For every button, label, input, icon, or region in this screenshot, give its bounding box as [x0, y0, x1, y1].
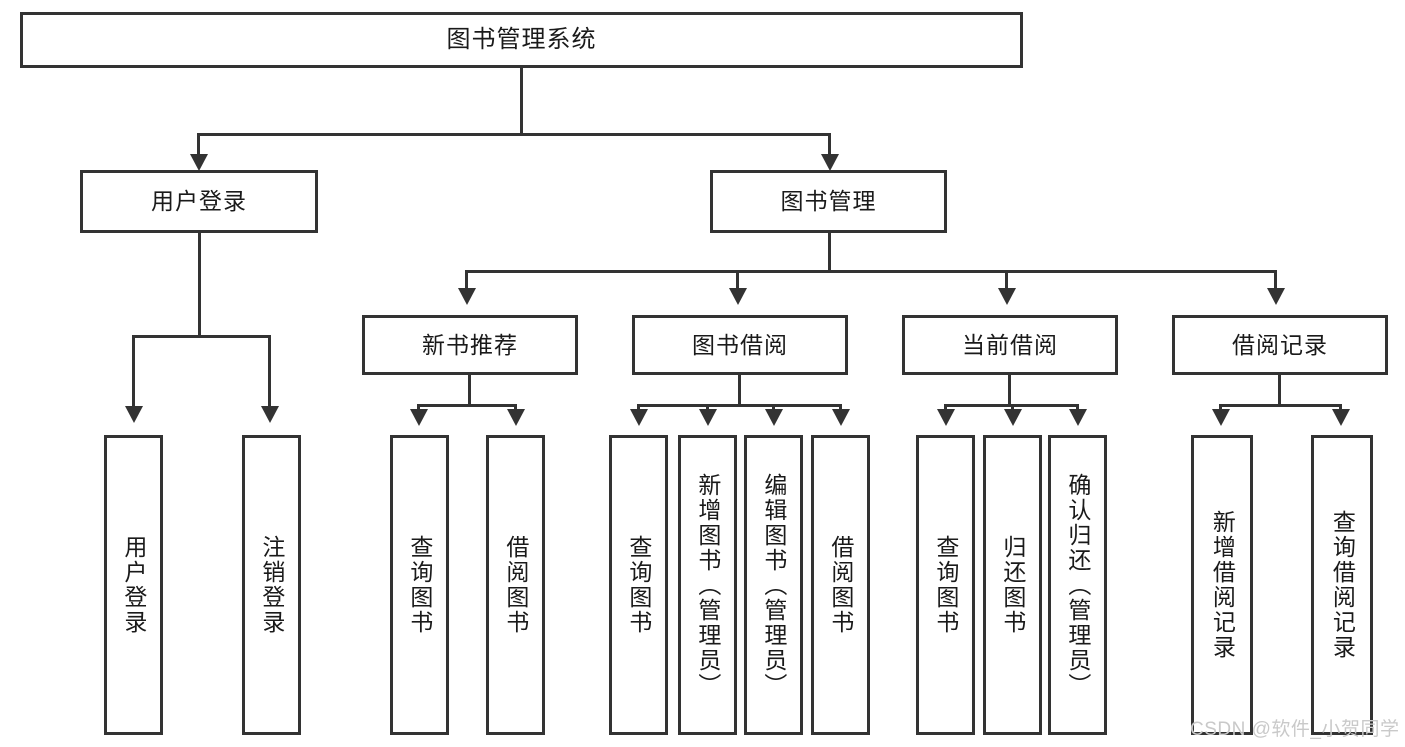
leaf-current-borrow-query-book[interactable]: 查询图书	[916, 435, 975, 735]
arrowhead-new-book-leaf-2	[507, 409, 525, 426]
connector-borrow-record-bus	[1219, 404, 1342, 407]
node-root-book-management-system[interactable]: 图书管理系统	[20, 12, 1023, 68]
node-current-borrow[interactable]: 当前借阅	[902, 315, 1118, 375]
node-label: 查询图书	[932, 535, 959, 635]
arrowhead-root-to-book-management	[821, 154, 839, 171]
connector-root-stem	[520, 68, 523, 133]
connector-root-to-book-management	[828, 133, 831, 158]
arrowhead-br-leaf-2	[1332, 409, 1350, 426]
leaf-book-borrow-edit-book-admin[interactable]: 编辑图书（管理员）	[744, 435, 803, 735]
connector-book-borrow-stem	[738, 375, 741, 404]
connector-user-login-drop-1	[132, 335, 135, 410]
connector-bb-drop-1	[637, 404, 640, 411]
connector-user-login-stem	[198, 233, 201, 335]
node-label: 确认归还（管理员）	[1064, 472, 1091, 698]
arrowhead-user-login-leaf-2	[261, 406, 279, 423]
node-new-book-recommend[interactable]: 新书推荐	[362, 315, 578, 375]
leaf-current-borrow-confirm-return-admin[interactable]: 确认归还（管理员）	[1048, 435, 1107, 735]
node-label: 新增图书（管理员）	[694, 472, 721, 698]
arrowhead-cb-leaf-1	[937, 409, 955, 426]
node-label: 用户登录	[151, 188, 247, 215]
node-label: 当前借阅	[962, 331, 1058, 358]
leaf-new-book-query-book[interactable]: 查询图书	[390, 435, 449, 735]
connector-bm-drop-2	[736, 270, 739, 291]
connector-user-login-drop-2	[268, 335, 271, 410]
connector-root-to-user-login	[197, 133, 200, 158]
connector-bm-drop-1	[465, 270, 468, 291]
node-label: 图书管理	[780, 188, 877, 215]
connector-new-book-drop-2	[514, 404, 517, 411]
node-borrow-record[interactable]: 借阅记录	[1172, 315, 1388, 375]
connector-bb-drop-4	[839, 404, 842, 411]
node-book-management[interactable]: 图书管理	[710, 170, 947, 233]
arrowhead-br-leaf-1	[1212, 409, 1230, 426]
arrowhead-bb-leaf-3	[765, 409, 783, 426]
connector-current-borrow-stem	[1008, 375, 1011, 404]
connector-new-book-drop-1	[417, 404, 420, 411]
arrowhead-user-login-leaf-1	[125, 406, 143, 423]
arrowhead-root-to-user-login	[190, 154, 208, 171]
csdn-watermark: CSDN @软件_小贺同学	[1190, 719, 1400, 740]
leaf-new-book-borrow-book[interactable]: 借阅图书	[486, 435, 545, 735]
node-label: 新增借阅记录	[1209, 510, 1236, 660]
node-label: 借阅图书	[502, 535, 529, 635]
node-label: 编辑图书（管理员）	[760, 472, 787, 698]
connector-book-borrow-bus	[637, 404, 842, 407]
connector-cb-drop-2	[1011, 404, 1014, 411]
node-label: 查询借阅记录	[1329, 510, 1356, 660]
node-book-borrow[interactable]: 图书借阅	[632, 315, 848, 375]
arrowhead-bb-leaf-1	[630, 409, 648, 426]
node-label: 查询图书	[625, 535, 652, 635]
arrowhead-new-book-leaf-1	[410, 409, 428, 426]
leaf-borrow-record-add-record[interactable]: 新增借阅记录	[1191, 435, 1253, 735]
connector-new-book-stem	[468, 375, 471, 404]
connector-br-drop-1	[1219, 404, 1222, 411]
leaf-book-borrow-borrow-book[interactable]: 借阅图书	[811, 435, 870, 735]
node-label: 注销登录	[258, 535, 285, 635]
connector-bb-drop-3	[772, 404, 775, 411]
connector-bm-drop-4	[1274, 270, 1277, 291]
node-user-login[interactable]: 用户登录	[80, 170, 318, 233]
connector-bb-drop-2	[706, 404, 709, 411]
arrowhead-bm-to-borrow-record	[1267, 288, 1285, 305]
arrowhead-bb-leaf-2	[699, 409, 717, 426]
connector-root-bus	[197, 133, 830, 136]
arrowhead-cb-leaf-2	[1004, 409, 1022, 426]
node-label: 借阅图书	[827, 535, 854, 635]
node-label: 借阅记录	[1232, 331, 1328, 358]
arrowhead-bm-to-current-borrow	[998, 288, 1016, 305]
node-label: 图书借阅	[692, 331, 788, 358]
connector-borrow-record-stem	[1278, 375, 1281, 404]
node-label: 新书推荐	[422, 331, 518, 358]
arrowhead-bb-leaf-4	[832, 409, 850, 426]
leaf-user-login-login[interactable]: 用户登录	[104, 435, 163, 735]
connector-new-book-bus	[417, 404, 517, 407]
leaf-borrow-record-query-record[interactable]: 查询借阅记录	[1311, 435, 1373, 735]
arrowhead-bm-to-book-borrow	[729, 288, 747, 305]
leaf-book-borrow-add-book-admin[interactable]: 新增图书（管理员）	[678, 435, 737, 735]
connector-user-login-bus	[132, 335, 270, 338]
arrowhead-bm-to-new-book	[458, 288, 476, 305]
node-label: 用户登录	[120, 535, 147, 635]
leaf-book-borrow-query-book[interactable]: 查询图书	[609, 435, 668, 735]
connector-cb-drop-3	[1076, 404, 1079, 411]
connector-cb-drop-1	[944, 404, 947, 411]
node-label: 图书管理系统	[446, 26, 597, 54]
node-label: 归还图书	[999, 535, 1026, 635]
leaf-current-borrow-return-book[interactable]: 归还图书	[983, 435, 1042, 735]
connector-br-drop-2	[1339, 404, 1342, 411]
connector-book-management-bus	[465, 270, 1277, 273]
connector-bm-drop-3	[1005, 270, 1008, 291]
leaf-user-login-logout[interactable]: 注销登录	[242, 435, 301, 735]
node-label: 查询图书	[406, 535, 433, 635]
connector-book-management-stem	[828, 233, 831, 270]
arrowhead-cb-leaf-3	[1069, 409, 1087, 426]
